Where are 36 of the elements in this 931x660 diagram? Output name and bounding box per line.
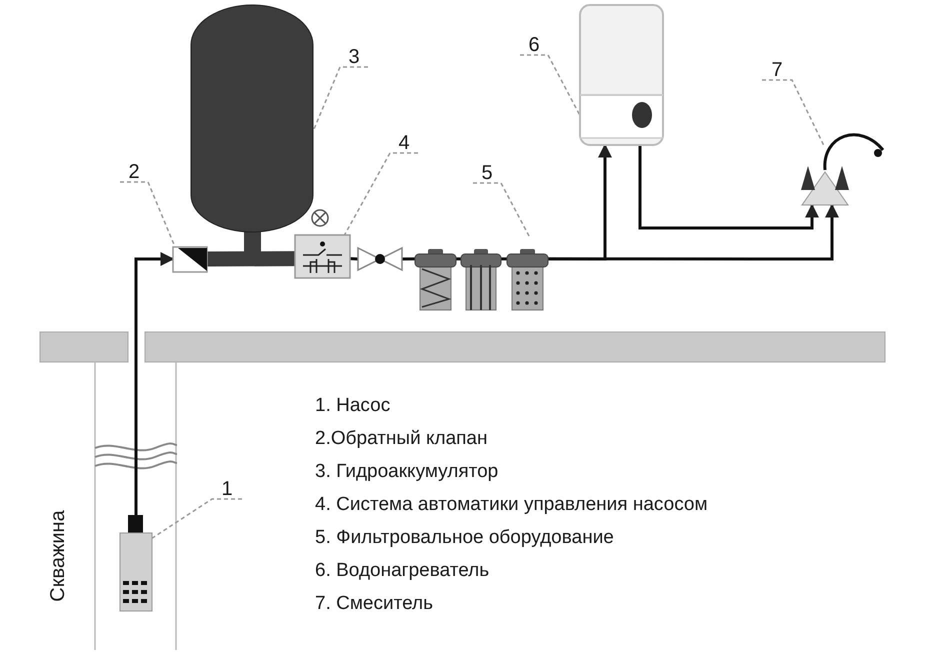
callout-number: 5 xyxy=(481,163,493,183)
key-entry: 1. Насос xyxy=(315,396,390,417)
key-entry: 6. Водонагреватель xyxy=(315,561,490,582)
leader-line xyxy=(344,152,418,236)
water-heater-drawing xyxy=(579,4,664,146)
key-entry: 2.Обратный клапан xyxy=(315,429,488,450)
leader-line xyxy=(312,66,368,132)
pipe-line xyxy=(548,204,839,260)
leader-line xyxy=(152,498,242,539)
callout-number: 3 xyxy=(348,47,360,67)
check-valve xyxy=(172,246,208,273)
leader-line xyxy=(473,182,530,238)
shutoff-valve-drawing xyxy=(357,246,403,272)
callout-number: 7 xyxy=(771,60,783,80)
callout-number: 6 xyxy=(528,35,540,55)
leader-line xyxy=(520,54,581,116)
callout-number: 4 xyxy=(398,133,410,153)
pump-drawing xyxy=(120,515,152,612)
pipe-line xyxy=(402,257,416,260)
callout-number: 2 xyxy=(128,162,140,182)
well-label: Скважина xyxy=(47,509,69,604)
pipe-line xyxy=(134,252,174,515)
mixer-tap-drawing xyxy=(801,133,884,206)
automation-unit xyxy=(294,234,351,279)
key-entry: 5. Фильтровальное оборудование xyxy=(315,528,614,549)
filter-drawing xyxy=(414,249,456,310)
key-entry: 3. Гидроаккумулятор xyxy=(315,462,498,483)
key-entry: 4. Система автоматики управления насосом xyxy=(315,495,708,516)
pipe-line xyxy=(638,145,819,230)
filter-drawing xyxy=(460,249,502,310)
accumulator-tank xyxy=(190,4,314,253)
callout-number: 1 xyxy=(221,479,233,499)
pipe-line xyxy=(206,251,296,266)
leader-line xyxy=(762,79,826,148)
key-entry: 7. Смеситель xyxy=(315,594,433,615)
filter-drawing xyxy=(506,249,548,310)
